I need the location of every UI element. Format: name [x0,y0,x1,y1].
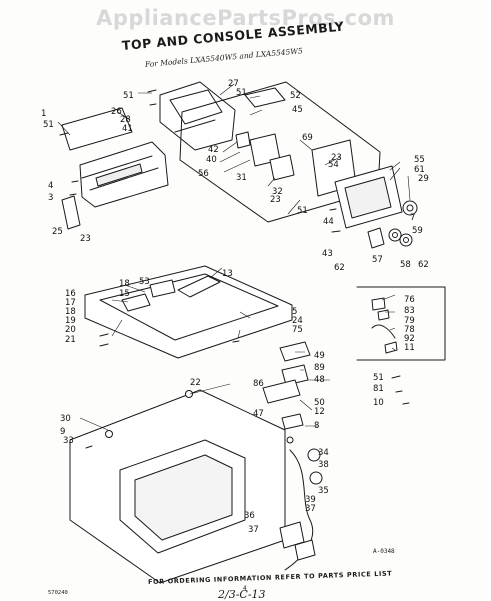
callout-25: 25 [52,227,63,237]
callout-47: 75 [292,325,303,335]
callout-48: 76 [404,295,415,305]
callout-59: 47 [253,409,264,419]
callout-35: 13 [222,269,233,279]
callout-75: 37 [248,525,259,535]
callout-45: 5 [292,307,297,317]
callout-3: 52 [290,91,301,101]
callout-72: 36 [244,511,255,521]
callout-19: 29 [418,174,429,184]
callout-11: 40 [206,155,217,165]
callout-68: 33 [63,436,74,446]
callout-33: 62 [418,260,429,270]
callout-36: 18 [119,279,130,289]
callout-18: 61 [414,165,425,175]
callout-15: 23 [331,153,342,163]
callout-9: 41 [122,124,133,134]
code-left: 570240 [48,590,68,596]
callout-74: 37 [305,504,316,514]
callout-53: 11 [404,343,415,353]
callout-39: 16 [65,289,76,299]
callout-5: 1 [41,109,46,119]
callout-13: 31 [236,173,247,183]
callout-21: 23 [270,195,281,205]
callout-43: 20 [65,325,76,335]
callout-55: 89 [314,363,325,373]
figure-code: A-0348 [373,548,395,555]
callout-41: 18 [65,307,76,317]
callout-56: 86 [253,379,264,389]
callout-34: 7 [410,213,415,223]
callout-60: 12 [314,407,325,417]
callout-6: 51 [43,120,54,130]
callout-10: 42 [208,145,219,155]
watermark: AppliancePartsPros.com [96,6,395,30]
callout-40: 17 [65,298,76,308]
callout-37: 53 [139,277,150,287]
callout-23: 4 [48,181,53,191]
callout-27: 44 [323,217,334,227]
callout-63: 81 [373,384,384,394]
callout-65: 22 [190,378,201,388]
callout-12: 56 [198,169,209,179]
callout-54: 49 [314,351,325,361]
callout-2: 51 [236,88,247,98]
callout-7: 26 [111,107,122,117]
callout-73: 39 [305,495,316,505]
callout-16: 54 [328,160,339,170]
callout-4: 45 [292,105,303,115]
callout-51: 78 [404,325,415,335]
callout-38: 15 [119,289,130,299]
callout-30: 57 [372,255,383,265]
callout-67: 9 [60,427,65,437]
callout-24: 3 [48,193,53,203]
callout-14: 69 [302,133,313,143]
handwritten-note: 2/3-C-13 [218,588,266,601]
callout-62: 51 [373,373,384,383]
callout-0: 51 [123,91,134,101]
callout-44: 21 [65,335,76,345]
console-back-panel [61,107,133,151]
callout-22: 51 [297,206,308,216]
callout-50: 79 [404,316,415,326]
callout-29: 62 [334,263,345,273]
callout-31: 59 [412,226,423,236]
callout-69: 34 [318,448,329,458]
callout-52: 92 [404,334,415,344]
callout-71: 35 [318,486,329,496]
callout-28: 43 [322,249,333,259]
callout-49: 83 [404,306,415,316]
callout-8: 28 [120,115,131,125]
callout-32: 58 [400,260,411,270]
callout-61: 8 [314,421,319,431]
callout-66: 30 [60,414,71,424]
callout-57: 48 [314,375,325,385]
callout-17: 55 [414,155,425,165]
callout-1: 27 [228,79,239,89]
callout-70: 38 [318,460,329,470]
callout-46: 24 [292,316,303,326]
callout-64: 10 [373,398,384,408]
callout-58: 50 [314,398,325,408]
callout-26: 23 [80,234,91,244]
callout-42: 19 [65,316,76,326]
page-number: 4 [243,585,247,592]
callout-20: 32 [272,187,283,197]
